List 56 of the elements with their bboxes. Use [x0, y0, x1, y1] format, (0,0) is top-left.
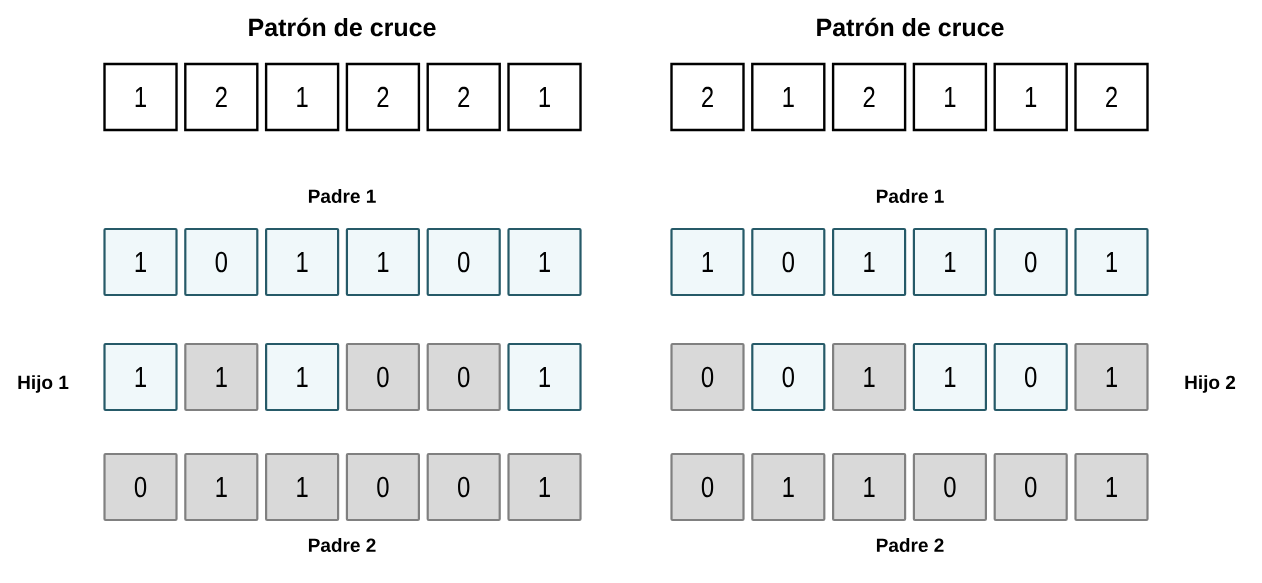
pattern-cell: 2 — [184, 62, 259, 132]
pattern-cell: 1 — [993, 62, 1068, 132]
gene-cell: 1 — [184, 452, 259, 522]
row-label: Hijo 2 — [1185, 375, 1236, 393]
row-label: Padre 1 — [308, 189, 376, 203]
row-label: Padre 1 — [876, 189, 944, 203]
pattern-cell: 1 — [912, 62, 988, 132]
pattern-cell: 2 — [670, 62, 745, 132]
gene-cell: 1 — [103, 342, 178, 412]
gene-cell: 0 — [993, 342, 1068, 412]
gene-cell: 0 — [751, 227, 826, 297]
gene-cell: 0 — [426, 452, 501, 522]
pattern-cell: 2 — [426, 62, 501, 132]
heading: Patrón de cruce — [249, 17, 436, 37]
gene-cell: 1 — [1074, 342, 1149, 412]
gene-cell: 1 — [912, 227, 987, 297]
gene-cell: 1 — [507, 452, 582, 522]
gene-cell: 0 — [912, 452, 987, 522]
pattern-cell: 1 — [751, 62, 826, 132]
row-label: Padre 2 — [876, 538, 944, 552]
gene-cell: 0 — [670, 342, 745, 412]
pattern-cell: 2 — [831, 62, 907, 132]
gene-cell: 1 — [507, 342, 582, 412]
pattern-cell: 1 — [103, 62, 178, 132]
pattern-cell: 2 — [1074, 62, 1149, 132]
gene-cell: 1 — [507, 227, 582, 297]
gene-cell: 1 — [1074, 452, 1149, 522]
heading: Patrón de cruce — [817, 17, 1004, 37]
gene-cell: 0 — [426, 227, 501, 297]
gene-cell: 1 — [265, 342, 340, 412]
gene-cell: 0 — [103, 452, 178, 522]
gene-cell: 1 — [265, 452, 340, 522]
pattern-cell: 1 — [507, 62, 582, 132]
gene-cell: 1 — [1074, 227, 1149, 297]
row-label: Hijo 1 — [18, 375, 69, 393]
gene-cell: 0 — [345, 342, 420, 412]
gene-cell: 1 — [103, 227, 178, 297]
gene-cell: 1 — [184, 342, 259, 412]
gene-cell: 0 — [993, 452, 1068, 522]
gene-cell: 0 — [426, 342, 501, 412]
gene-cell: 1 — [832, 452, 907, 522]
gene-cell: 1 — [751, 452, 826, 522]
gene-cell: 0 — [993, 227, 1068, 297]
pattern-cell: 2 — [345, 62, 421, 132]
gene-cell: 0 — [751, 342, 826, 412]
gene-cell: 1 — [832, 227, 907, 297]
gene-cell: 0 — [184, 227, 259, 297]
row-label: Padre 2 — [308, 538, 376, 552]
gene-cell: 1 — [832, 342, 907, 412]
gene-cell: 1 — [265, 227, 340, 297]
gene-cell: 1 — [912, 342, 987, 412]
gene-cell: 0 — [670, 452, 745, 522]
gene-cell: 1 — [345, 227, 420, 297]
gene-cell: 1 — [670, 227, 745, 297]
pattern-cell: 1 — [264, 62, 340, 132]
gene-cell: 0 — [345, 452, 420, 522]
